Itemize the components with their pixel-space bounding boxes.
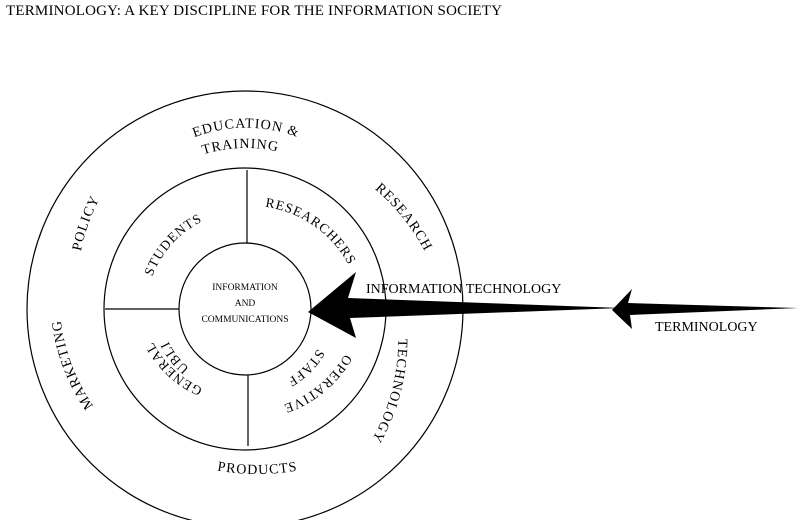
label-public: PUBLIC bbox=[0, 0, 191, 377]
label-training: TRAINING bbox=[200, 137, 280, 158]
terminology-arrow bbox=[612, 289, 798, 329]
information-technology-label: INFORMATION TECHNOLOGY bbox=[366, 282, 561, 297]
page-title: TERMINOLOGY: A KEY DISCIPLINE FOR THE IN… bbox=[6, 3, 503, 19]
label-research: RESEARCH bbox=[372, 181, 435, 254]
label-marketing: MARKETING bbox=[50, 319, 97, 412]
terminology-label: TERMINOLOGY bbox=[655, 320, 758, 335]
center-line-and: AND bbox=[235, 299, 256, 309]
center-line-information: INFORMATION bbox=[212, 283, 278, 293]
label-technology: TECHNOLOGY bbox=[368, 339, 409, 446]
label-products: PRODUCTS bbox=[216, 460, 298, 478]
label-researchers: RESEARCHERS bbox=[264, 195, 359, 267]
label-students: STUDENTS bbox=[141, 210, 204, 277]
label-policy: POLICY bbox=[70, 193, 103, 252]
inner-circle bbox=[178, 242, 312, 376]
center-line-communications: COMMUNICATIONS bbox=[201, 315, 288, 325]
information-technology-arrow bbox=[308, 272, 622, 338]
